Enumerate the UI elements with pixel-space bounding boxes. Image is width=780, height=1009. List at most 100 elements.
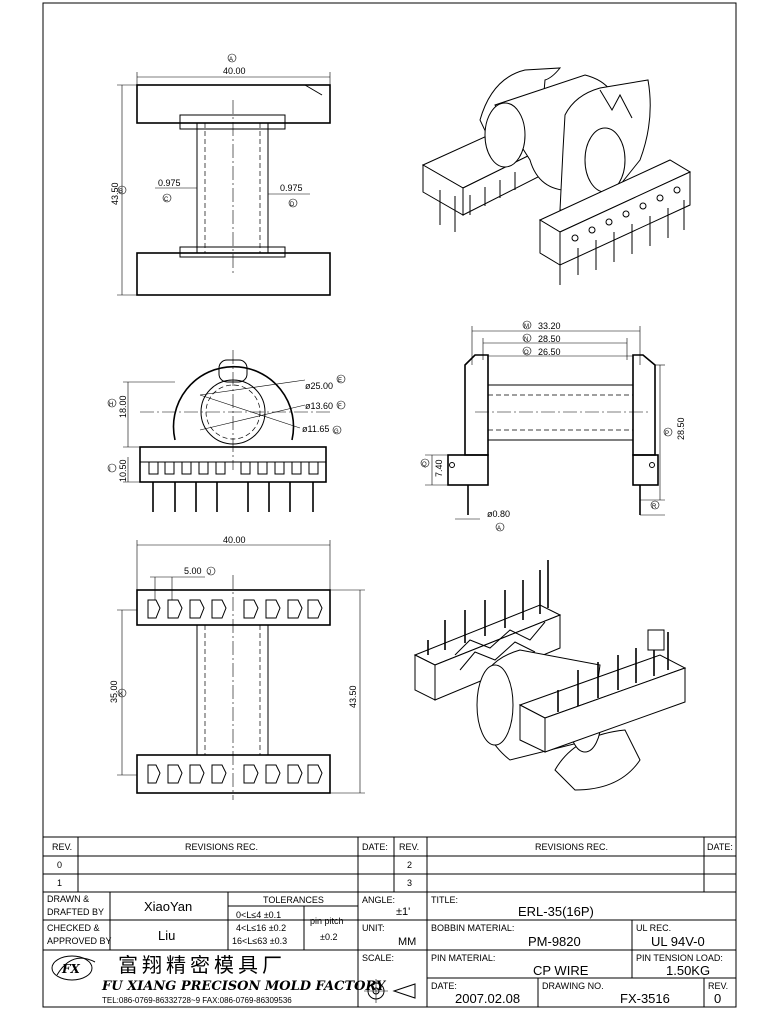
rev-header-right: REV. — [399, 842, 419, 852]
balloon-p: P — [665, 431, 669, 437]
balloon-a: A — [229, 57, 233, 63]
pitch-dim: 5.00 — [184, 566, 202, 576]
top-height-dim: 43.50 — [110, 182, 120, 205]
pin-material-value: CP WIRE — [533, 963, 589, 978]
company-name-cn: 富翔精密模具厂 — [118, 953, 286, 977]
balloon-k: K — [119, 692, 123, 698]
pin-dia-dim: ø0.80 — [487, 509, 510, 519]
front-header — [139, 446, 327, 483]
rev-row-3: 3 — [407, 878, 412, 888]
pin-height-dim: 7.40 — [434, 459, 444, 477]
dia-inner-dim: ø11.65 — [302, 424, 329, 434]
bottom-flange — [136, 252, 331, 296]
side-core — [487, 384, 634, 441]
ul-rec-label: UL REC. — [636, 923, 671, 933]
drawn-label-2: DRAFTED BY — [47, 907, 104, 917]
pin-pitch-label: pin pitch — [310, 916, 344, 926]
balloon-s: A — [497, 526, 501, 532]
balloon-b: B — [119, 189, 123, 195]
drawn-by-value: XiaoYan — [144, 899, 192, 914]
balloon-h: H — [109, 402, 113, 408]
bottom-outer-height: 43.50 — [348, 685, 358, 708]
balloon-g: G — [334, 429, 339, 435]
balloon-r: R — [652, 504, 657, 510]
balloon-f: F — [338, 404, 342, 410]
dia-mid-dim: ø13.60 — [305, 401, 333, 411]
rev-row-2: 2 — [407, 860, 412, 870]
dia-outer-dim: ø25.00 — [305, 381, 333, 391]
balloon-o: O — [524, 350, 529, 356]
unit-value: MM — [398, 936, 416, 948]
wall-right-dim: 0.975 — [280, 183, 303, 193]
pin-pitch-value: ±0.2 — [320, 932, 337, 942]
side-view: M 33.20 N 28.50 O 26.50 28.50 P R 7.40 Q… — [420, 320, 686, 532]
isometric-view-bottom — [413, 560, 687, 791]
wall-left-dim: 0.975 — [158, 178, 181, 188]
rev-row-1: 1 — [57, 878, 62, 888]
tolerances-label: TOLERANCES — [263, 895, 324, 905]
title-label: TITLE: — [431, 895, 458, 905]
title-block: REV. REVISIONS REC. DATE: REV. REVISIONS… — [42, 836, 737, 1008]
balloon-e: E — [338, 378, 342, 384]
bottom-lower-header — [136, 754, 331, 794]
balloon-j: J — [208, 570, 211, 576]
balloon-n: N — [524, 337, 528, 343]
company-name-en: FU XIANG PRECISON MOLD FACTORY — [101, 979, 387, 994]
rev-label: REV. — [708, 981, 728, 991]
front-view: ø25.00 E ø13.60 F ø11.65 G 18.00 H 10.50… — [107, 350, 346, 512]
top-view: 40.00 A 43.50 B 0.975 C 0.975 D — [110, 53, 331, 296]
pin-tension-value: 1.50KG — [666, 963, 710, 978]
checked-by-value: Liu — [158, 928, 175, 943]
tolerance-1: 0<L≤4 ±0.1 — [236, 910, 281, 920]
date-value: 2007.02.08 — [455, 991, 520, 1006]
bobbin-material-value: PM-9820 — [528, 934, 581, 949]
side-dim-m: 33.20 — [538, 321, 561, 331]
scale-label: SCALE: — [362, 953, 394, 963]
rev-header-left: REV. — [52, 842, 72, 852]
company-contact: TEL:086-0769-86332728~9 FAX:086-0769-863… — [102, 996, 292, 1005]
side-height-dim: 28.50 — [676, 417, 686, 440]
balloon-m: M — [524, 324, 529, 330]
pin-tension-label: PIN TENSION LOAD: — [636, 953, 723, 963]
date-label: DATE: — [431, 981, 457, 991]
date-header-right: DATE: — [707, 842, 733, 852]
drawing-no-label: DRAWING NO. — [542, 981, 604, 991]
ul-rec-value: UL 94V-0 — [651, 934, 705, 949]
checked-label-2: APPROVED BY — [47, 936, 112, 946]
bottom-top-header — [136, 589, 331, 626]
company-logo: FX — [51, 955, 96, 981]
bobbin-material-label: BOBBIN MATERIAL: — [431, 923, 514, 933]
front-height-1: 18.00 — [118, 395, 128, 418]
revisions-header-right: REVISIONS REC. — [535, 842, 608, 852]
isometric-view-top — [421, 67, 692, 285]
checked-label-1: CHECKED & — [47, 923, 100, 933]
rev-row-0: 0 — [57, 860, 62, 870]
rev-value: 0 — [714, 991, 721, 1006]
projection-symbol — [364, 979, 416, 1003]
bottom-view: 40.00 5.00 J 35.00 K 43.50 — [109, 535, 365, 800]
top-width-dim: 40.00 — [223, 66, 246, 76]
top-flange — [136, 84, 331, 124]
balloon-q: Q — [422, 462, 427, 468]
bottom-width-dim: 40.00 — [223, 535, 246, 545]
angle-value: ±1' — [396, 906, 410, 918]
side-dim-o: 26.50 — [538, 347, 561, 357]
angle-label: ANGLE: — [362, 895, 395, 905]
tolerance-2: 4<L≤16 ±0.2 — [236, 923, 286, 933]
revisions-header-left: REVISIONS REC. — [185, 842, 258, 852]
drawn-label-1: DRAWN & — [47, 894, 89, 904]
pin-material-label: PIN MATERIAL: — [431, 953, 495, 963]
title-value: ERL-35(16P) — [518, 904, 594, 919]
core-tube — [196, 122, 269, 254]
side-dim-n: 28.50 — [538, 334, 561, 344]
drawing-no-value: FX-3516 — [620, 991, 670, 1006]
balloon-c: C — [164, 197, 169, 203]
bottom-inner-height: 35.00 — [109, 680, 119, 703]
tolerance-3: 16<L≤63 ±0.3 — [232, 936, 287, 946]
balloon-d: D — [290, 202, 295, 208]
unit-label: UNIT: — [362, 923, 385, 933]
date-header-left: DATE: — [362, 842, 388, 852]
logo-text: FX — [61, 962, 81, 976]
balloon-i: I — [109, 467, 111, 473]
